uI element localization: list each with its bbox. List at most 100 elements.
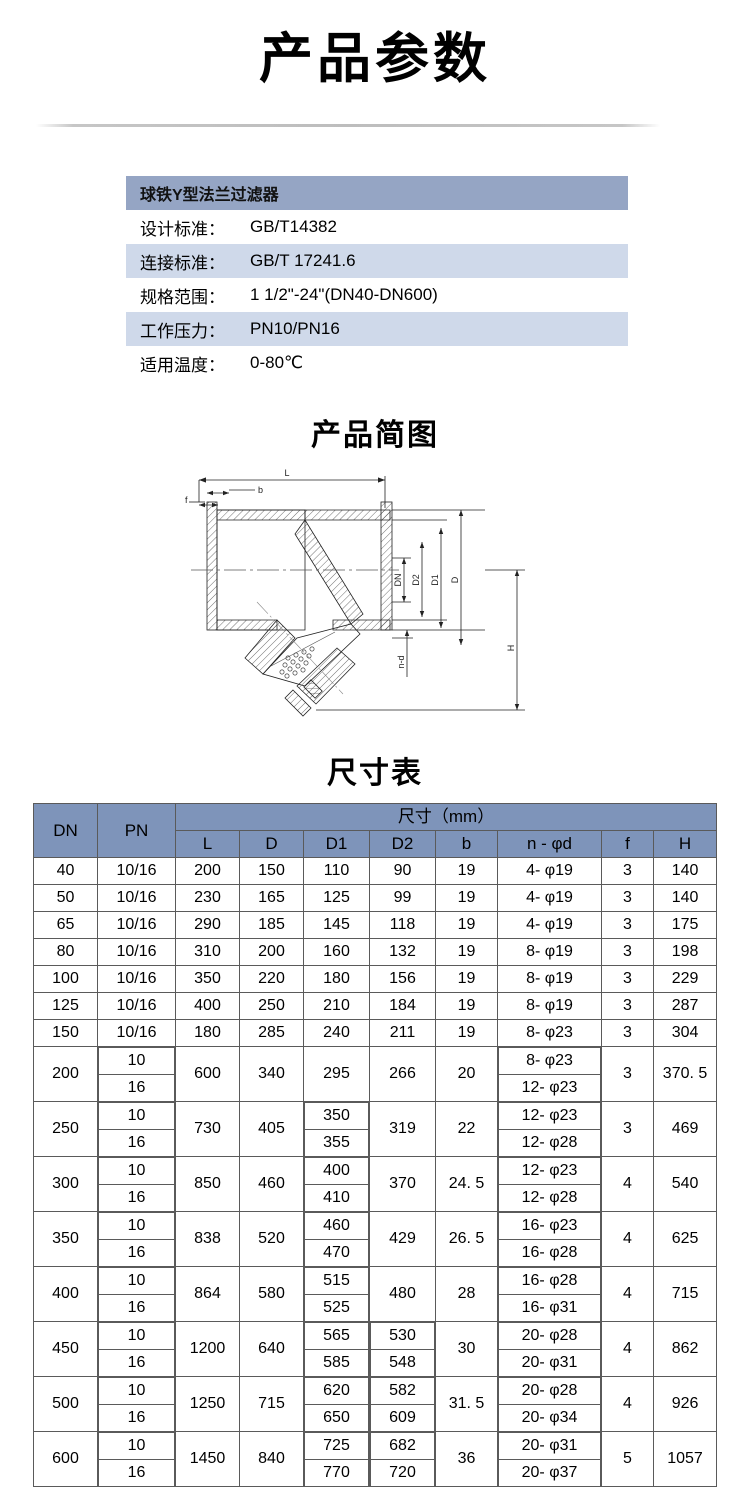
cell-d2: 480 xyxy=(369,1266,436,1322)
drawing-label-L: L xyxy=(284,468,289,478)
cell-pn-value: 16 xyxy=(98,1129,175,1156)
cell-d2: 266 xyxy=(369,1046,436,1102)
spec-label: 设计标准： xyxy=(140,219,225,239)
cell-d2: 99 xyxy=(369,884,436,912)
cell-h: 370. 5 xyxy=(652,1046,718,1102)
cell-d1-value: 770 xyxy=(304,1459,369,1486)
cell-d1-value: 725 xyxy=(304,1432,369,1460)
cell-b: 36 xyxy=(435,1431,498,1487)
cell-nd-value: 20- φ28 xyxy=(498,1377,601,1405)
cell-d2: 429 xyxy=(369,1211,436,1267)
cell-pn: 10/16 xyxy=(97,992,176,1020)
cell-d: 405 xyxy=(239,1101,304,1157)
cell-pn-value: 10 xyxy=(98,1212,175,1240)
spec-label: 规格范围： xyxy=(140,287,225,307)
cell-nd: 8- φ19 xyxy=(497,938,602,966)
cell-dn: 600 xyxy=(33,1431,98,1487)
page-title: 产品参数 xyxy=(259,27,491,90)
cell-l: 864 xyxy=(175,1266,240,1322)
cell-pn-value: 16 xyxy=(98,1459,175,1486)
cell-pn-value: 16 xyxy=(98,1404,175,1431)
cell-d2: 319 xyxy=(369,1101,436,1157)
cell-d1: 145 xyxy=(303,911,370,939)
cell-l: 1250 xyxy=(175,1376,240,1432)
cell-d: 185 xyxy=(239,911,304,939)
cell-pn-value: 10 xyxy=(98,1047,175,1075)
cell-d1-value: 355 xyxy=(304,1129,369,1156)
cell-b: 19 xyxy=(435,992,498,1020)
cell-pn-value: 16 xyxy=(98,1074,175,1101)
col-header-f: f xyxy=(601,830,654,858)
cell-d: 250 xyxy=(239,992,304,1020)
cell-pn: 10/16 xyxy=(97,1019,176,1047)
cell-d1-value: 585 xyxy=(304,1349,369,1376)
spec-value: 0-80℃ xyxy=(250,353,304,372)
cell-dn: 200 xyxy=(33,1046,98,1102)
cell-pn-value: 10 xyxy=(98,1322,175,1350)
spec-value: GB/T 17241.6 xyxy=(250,251,356,270)
cell-d2: 184 xyxy=(369,992,436,1020)
cell-d2-value: 582 xyxy=(370,1377,435,1405)
cell-dn: 100 xyxy=(33,965,98,993)
cell-nd-value: 12- φ28 xyxy=(498,1184,601,1211)
cell-l: 1450 xyxy=(175,1431,240,1487)
drawing-label-DN: DN xyxy=(393,574,403,587)
cell-pn-value: 10 xyxy=(98,1432,175,1460)
cell-d: 840 xyxy=(239,1431,304,1487)
col-header-pn: PN xyxy=(97,803,176,858)
cell-f: 3 xyxy=(601,1101,654,1157)
spec-row-design-standard: 设计标准： GB/T14382 xyxy=(126,210,628,244)
cell-l: 180 xyxy=(175,1019,240,1047)
cell-d: 520 xyxy=(239,1211,304,1267)
cell-d: 580 xyxy=(239,1266,304,1322)
cell-h: 715 xyxy=(652,1266,718,1322)
col-header-group-size: 尺寸（mm） xyxy=(174,803,718,831)
cell-d: 340 xyxy=(239,1046,304,1102)
cell-nd-value: 12- φ23 xyxy=(498,1074,601,1101)
cell-nd-value: 16- φ23 xyxy=(498,1212,601,1240)
cell-l: 230 xyxy=(175,884,240,912)
cell-b: 30 xyxy=(435,1321,498,1377)
cell-l: 600 xyxy=(175,1046,240,1102)
cell-b: 19 xyxy=(435,1019,498,1047)
cell-h: 229 xyxy=(652,965,718,993)
cell-d2-value: 548 xyxy=(370,1349,435,1376)
cell-d2: 370 xyxy=(369,1156,436,1212)
cell-f: 3 xyxy=(601,965,654,993)
col-header-d1: D1 xyxy=(303,830,370,858)
cell-dn: 80 xyxy=(33,938,98,966)
cell-dn: 65 xyxy=(33,911,98,939)
cell-d1-value: 620 xyxy=(304,1377,369,1405)
cell-d2-value: 609 xyxy=(370,1404,435,1431)
cell-pn: 10/16 xyxy=(97,965,176,993)
cell-d1-value: 400 xyxy=(304,1157,369,1185)
cell-nd-value: 20- φ31 xyxy=(498,1432,601,1460)
drawing-label-n-d: n-d xyxy=(396,655,406,668)
cell-d1-value: 565 xyxy=(304,1322,369,1350)
cell-d2-value: 682 xyxy=(370,1432,435,1460)
cell-pn: 10/16 xyxy=(97,938,176,966)
cell-nd: 8- φ19 xyxy=(497,965,602,993)
cell-d2: 118 xyxy=(369,911,436,939)
title-divider xyxy=(36,124,660,127)
spec-value: GB/T14382 xyxy=(250,217,337,236)
cell-pn: 10/16 xyxy=(97,884,176,912)
col-header-d: D xyxy=(239,830,304,858)
cell-d1: 125 xyxy=(303,884,370,912)
cell-d1: 210 xyxy=(303,992,370,1020)
cell-nd: 4- φ19 xyxy=(497,911,602,939)
cell-h: 926 xyxy=(652,1376,718,1432)
